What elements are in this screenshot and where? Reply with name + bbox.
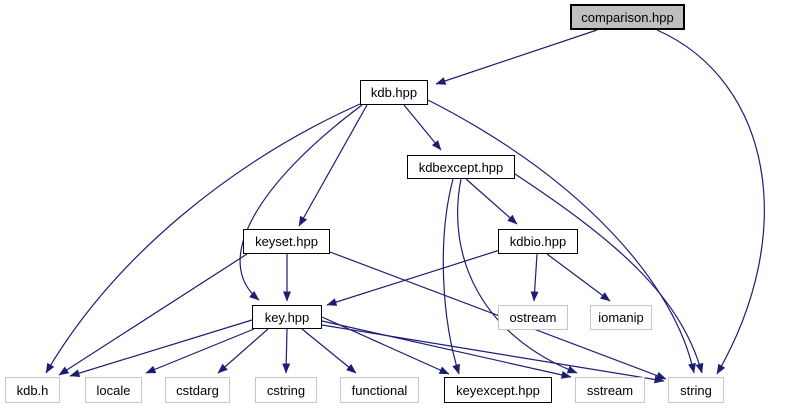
- edge-key.hpp-locale: [145, 328, 255, 374]
- edge-comparison.hpp-kdb.hpp: [435, 29, 598, 85]
- edge-key.hpp-sstream: [321, 320, 572, 379]
- edge-kdb.hpp-kdb.h: [45, 103, 361, 374]
- node-keyset-hpp[interactable]: keyset.hpp: [243, 229, 330, 254]
- node-key-hpp[interactable]: key.hpp: [252, 305, 322, 329]
- edge-comparison.hpp-string: [656, 29, 765, 375]
- node-iomanip: iomanip: [590, 305, 652, 330]
- edge-kdbio.hpp-iomanip: [546, 253, 611, 302]
- edge-key.hpp-cstring: [282, 328, 291, 374]
- edge-kdbio.hpp-key.hpp: [326, 249, 501, 306]
- node-cstring: cstring: [255, 377, 317, 403]
- node-string: string: [668, 377, 724, 403]
- node-sstream: sstream: [575, 377, 645, 403]
- node-cstdarg: cstdarg: [165, 377, 230, 403]
- edge-kdbexcept.hpp-kdbio.hpp: [465, 178, 518, 225]
- node-kdbexcept-hpp[interactable]: kdbexcept.hpp: [407, 155, 515, 179]
- node-comparison-hpp: comparison.hpp: [570, 4, 685, 30]
- node-functional: functional: [340, 377, 419, 403]
- edge-kdbio.hpp-ostream: [530, 253, 539, 302]
- edge-kdbexcept.hpp-sstream: [457, 178, 578, 374]
- edge-kdbexcept.hpp-string: [514, 173, 704, 374]
- edge-kdb.hpp-kdbexcept.hpp: [403, 104, 442, 151]
- edge-kdb.hpp-key.hpp: [239, 104, 363, 301]
- edge-key.hpp-kdb.h: [69, 319, 253, 378]
- edge-key.hpp-functional: [301, 328, 357, 374]
- node-kdb-h: kdb.h: [5, 377, 60, 403]
- node-kdbio-hpp[interactable]: kdbio.hpp: [498, 229, 578, 254]
- edge-kdb.hpp-string: [427, 99, 696, 374]
- edge-key.hpp-keyexcept.hpp: [321, 316, 450, 375]
- node-locale: locale: [85, 377, 142, 403]
- node-keyexcept-hpp[interactable]: keyexcept.hpp: [444, 377, 552, 403]
- node-kdb-hpp[interactable]: kdb.hpp: [360, 80, 428, 105]
- edge-key.hpp-string: [321, 324, 665, 384]
- edge-kdbexcept.hpp-keyexcept.hpp: [442, 178, 460, 375]
- edge-kdb.hpp-keyset.hpp: [298, 104, 368, 227]
- edge-key.hpp-cstdarg: [217, 328, 269, 374]
- edge-keyset.hpp-kdb.h: [58, 253, 248, 376]
- node-ostream: ostream: [498, 305, 568, 330]
